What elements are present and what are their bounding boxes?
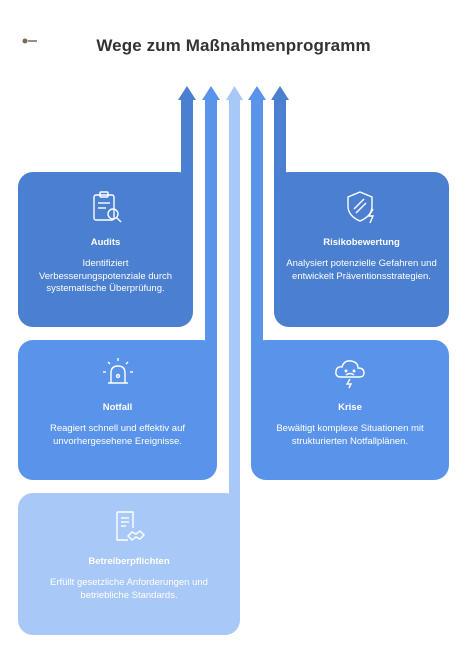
card-risikobewertung-desc: Analysiert potenzielle Gefahren und entw… (286, 258, 437, 282)
document-handshake-icon (116, 511, 145, 541)
card-krise-label: Krise (338, 402, 362, 413)
card-audits-desc: Identifiziert Verbesserungspotenziale du… (38, 258, 173, 294)
card-audits: Audits Identifiziert Verbesserungspotenz… (18, 172, 193, 327)
arrow-betreiber (229, 96, 240, 520)
card-risikobewertung-label: Risikobewertung (323, 237, 400, 248)
arrowhead-risiko (271, 86, 289, 100)
card-betreiberpflichten: Betreiberpflichten Erfüllt gesetzliche A… (18, 493, 240, 635)
arrowhead-betreiber (226, 86, 243, 100)
card-betreiberpflichten-desc: Erfüllt gesetzliche Anforderungen und be… (50, 577, 208, 601)
card-betreiberpflichten-label: Betreiberpflichten (88, 556, 170, 567)
shield-lightning-icon (346, 191, 374, 224)
arrowhead-krise (248, 86, 266, 100)
clipboard-search-icon (92, 191, 121, 223)
card-notfall-desc: Reagiert schnell und effektiv auf unvorh… (49, 423, 186, 447)
page-title: Wege zum Maßnahmenprogramm (96, 36, 371, 55)
card-krise: Krise Bewältigt komplexe Situationen mit… (251, 340, 449, 480)
arrowhead-notfall (202, 86, 220, 100)
card-notfall: Notfall Reagiert schnell und effektiv au… (18, 340, 217, 480)
alarm-siren-icon (102, 358, 133, 384)
card-notfall-label: Notfall (102, 402, 133, 413)
storm-cloud-icon (335, 360, 365, 389)
arrow-krise (251, 96, 263, 405)
card-risikobewertung: Risikobewertung Analysiert potenzielle G… (274, 172, 449, 327)
card-audits-label: Audits (90, 237, 121, 248)
arrow-notfall (205, 96, 217, 405)
card-krise-desc: Bewältigt komplexe Situationen mit struk… (276, 423, 424, 447)
arrowhead-audits (178, 86, 196, 100)
logo-icon (22, 38, 37, 44)
